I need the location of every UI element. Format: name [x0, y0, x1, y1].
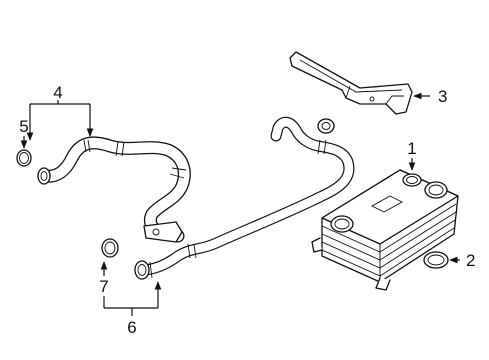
callout-1: 1	[407, 139, 416, 158]
callout-2: 2	[466, 251, 475, 270]
callout-4: 4	[53, 83, 62, 102]
callout-3: 3	[438, 87, 447, 106]
bracket-part	[289, 51, 413, 115]
upper-o-ring-part	[16, 149, 32, 167]
callout-5: 5	[19, 117, 28, 136]
gasket-part	[423, 251, 449, 269]
lower-pipe-part	[134, 116, 355, 280]
oil-cooler-part	[311, 169, 459, 291]
callout-7: 7	[99, 277, 108, 296]
upper-hose-part	[37, 136, 191, 243]
lower-o-ring-part	[101, 238, 119, 258]
callout-6: 6	[127, 318, 136, 337]
leader-lines	[20, 92, 460, 316]
